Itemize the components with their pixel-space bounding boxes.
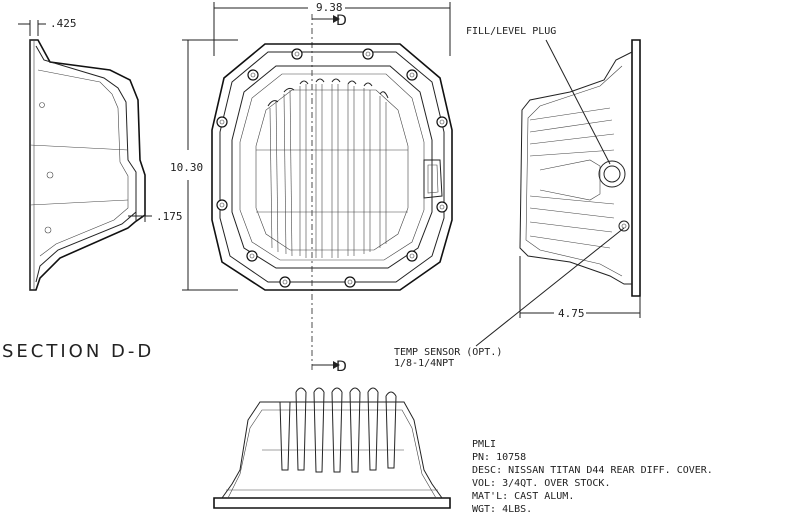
temp-sensor-thread: 1/8-1/4NPT xyxy=(394,358,454,369)
part-number: PN: 10758 xyxy=(472,452,526,463)
flange-dimension: .425 xyxy=(50,17,77,30)
front-view xyxy=(182,2,453,372)
height-dimension: 10.30 xyxy=(170,161,203,174)
section-title: SECTION D-D xyxy=(2,341,154,362)
temp-sensor-callout: TEMP SENSOR (OPT.) xyxy=(394,347,502,358)
wall-dimension: .175 xyxy=(156,210,183,223)
width-dimension: 9.38 xyxy=(316,1,343,14)
fill-plug-callout: FILL/LEVEL PLUG xyxy=(466,26,556,37)
material: MAT'L: CAST ALUM. xyxy=(472,491,574,502)
description: DESC: NISSAN TITAN D44 REAR DIFF. COVER. xyxy=(472,465,713,476)
section-view xyxy=(18,20,152,291)
title-block: PMLI PN: 10758 DESC: NISSAN TITAN D44 RE… xyxy=(472,439,713,512)
volume: VOL: 3/4QT. OVER STOCK. xyxy=(472,478,610,489)
weight: WGT: 4LBS. xyxy=(472,504,532,512)
section-mark-bottom: D xyxy=(336,359,347,375)
side-view xyxy=(475,39,641,347)
section-mark-top: D xyxy=(336,13,347,29)
company-name: PMLI xyxy=(472,439,496,450)
bottom-view xyxy=(213,387,451,509)
depth-dimension: 4.75 xyxy=(558,307,585,320)
